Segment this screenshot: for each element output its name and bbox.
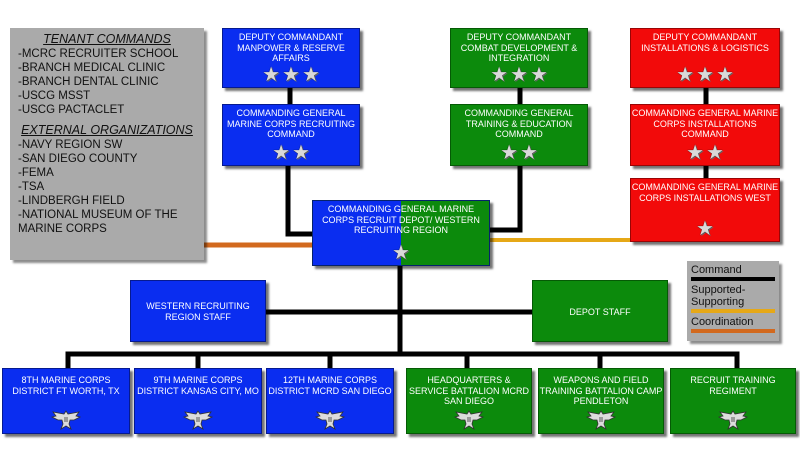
rank-insignia: ★★★ — [631, 65, 779, 85]
rank-insignia: ★★★ — [451, 65, 587, 85]
deputy-commandant-combat-development-box: DEPUTY COMMANDANT COMBAT DEVELOPMENT & I… — [450, 28, 588, 88]
general-star-icon: ★ — [696, 218, 714, 240]
external-organizations-header: EXTERNAL ORGANIZATIONS — [21, 123, 193, 137]
tenant-item: -BRANCH DENTAL CLINIC — [18, 76, 159, 88]
depot-staff-box: DEPOT STAFF — [532, 280, 668, 342]
general-star-icon: ★ — [272, 142, 290, 164]
general-star-icon: ★ — [715, 64, 734, 86]
general-star-icon: ★ — [520, 142, 538, 164]
rank-insignia: ★★★ — [223, 65, 359, 85]
box-label: HEADQUARTERS & SERVICE BATTALION MCRD SA… — [408, 375, 530, 406]
general-star-icon: ★ — [292, 142, 310, 164]
tenant-item: -MCRC RECRUITER SCHOOL — [18, 48, 179, 60]
legend-supported-supporting-label: Supported-Supporting — [691, 284, 746, 308]
general-star-icon: ★ — [510, 64, 528, 86]
general-star-icon: ★ — [262, 64, 281, 86]
box-label: COMMANDING GENERAL MARINE CORPS RECRUITI… — [226, 108, 355, 139]
cg-training-education-box: COMMANDING GENERAL TRAINING & EDUCATION … — [450, 104, 588, 166]
tenant-item: -USCG PACTACLET — [18, 104, 125, 116]
rank-insignia: ★★ — [223, 143, 359, 163]
legend-coordination-swatch — [691, 329, 775, 333]
general-star-icon: ★ — [529, 64, 548, 86]
hq-service-battalion-box: HEADQUARTERS & SERVICE BATTALION MCRD SA… — [406, 368, 532, 434]
box-label: DEPUTY COMMANDANT INSTALLATIONS & LOGIST… — [641, 32, 769, 53]
legend-command-label: Command — [691, 264, 742, 276]
general-star-icon: ★ — [706, 142, 724, 164]
cg-installations-west-box: COMMANDING GENERAL MARINE CORPS INSTALLA… — [630, 178, 780, 242]
general-star-icon: ★ — [686, 142, 704, 164]
box-label: COMMANDING GENERAL MARINE CORPS INSTALLA… — [631, 182, 779, 203]
box-label: 8TH MARINE CORPS DISTRICT FT WORTH, TX — [12, 375, 120, 396]
colonel-eagle-icon — [314, 408, 346, 433]
box-label: DEPOT STAFF — [569, 307, 631, 317]
external-item: -SAN DIEGO COUNTY — [18, 153, 138, 165]
box-label: WEAPONS AND FIELD TRAINING BATTALION CAM… — [539, 375, 663, 406]
tenant-commands-panel: TENANT COMMANDS -MCRC RECRUITER SCHOOL -… — [10, 28, 204, 260]
rank-insignia: ★ — [313, 243, 489, 263]
box-label: 12TH MARINE CORPS DISTRICT MCRD SAN DIEG… — [268, 375, 392, 396]
legend-supported-supporting-swatch — [691, 309, 775, 313]
box-label: DEPUTY COMMANDANT MANPOWER & RESERVE AFF… — [237, 32, 345, 63]
district-8-box: 8TH MARINE CORPS DISTRICT FT WORTH, TX — [2, 368, 130, 434]
deputy-commandant-installations-box: DEPUTY COMMANDANT INSTALLATIONS & LOGIST… — [630, 28, 780, 88]
cg-installations-command-box: COMMANDING GENERAL MARINE CORPS INSTALLA… — [630, 104, 780, 166]
western-recruiting-region-staff-box: WESTERN RECRUITING REGION STAFF — [130, 280, 266, 342]
recruit-training-regiment-box: RECRUIT TRAINING REGIMENT — [670, 368, 796, 434]
rank-insignia — [539, 408, 663, 433]
tenant-item: -BRANCH MEDICAL CLINIC — [18, 62, 166, 74]
legend-coordination-label: Coordination — [691, 316, 754, 328]
general-star-icon: ★ — [301, 64, 320, 86]
district-12-box: 12TH MARINE CORPS DISTRICT MCRD SAN DIEG… — [266, 368, 394, 434]
box-label: COMMANDING GENERAL MARINE CORPS INSTALLA… — [631, 108, 779, 139]
cg-recruiting-command-box: COMMANDING GENERAL MARINE CORPS RECRUITI… — [222, 104, 360, 166]
box-label: COMMANDING GENERAL MARINE CORPS RECRUIT … — [322, 204, 480, 235]
colonel-eagle-icon — [182, 408, 214, 433]
tenant-item: -USCG MSST — [18, 90, 91, 102]
general-star-icon: ★ — [490, 64, 509, 86]
rank-insignia: ★★ — [451, 143, 587, 163]
weapons-field-training-battalion-box: WEAPONS AND FIELD TRAINING BATTALION CAM… — [538, 368, 664, 434]
rank-insignia — [671, 408, 795, 433]
external-item: -FEMA — [18, 167, 54, 179]
command-line — [285, 166, 312, 237]
general-star-icon: ★ — [282, 64, 300, 86]
rank-insignia — [3, 408, 129, 433]
rank-insignia — [135, 408, 261, 433]
colonel-eagle-icon — [717, 408, 749, 433]
box-label: WESTERN RECRUITING REGION STAFF — [146, 301, 250, 322]
external-item: -LINDBERGH FIELD — [18, 195, 125, 207]
box-label: 9TH MARINE CORPS DISTRICT KANSAS CITY, M… — [137, 375, 259, 396]
command-line — [65, 351, 740, 368]
general-star-icon: ★ — [500, 142, 518, 164]
general-star-icon: ★ — [392, 242, 410, 264]
district-9-box: 9TH MARINE CORPS DISTRICT KANSAS CITY, M… — [134, 368, 262, 434]
legend-command-swatch — [691, 277, 775, 281]
external-item: -NATIONAL MUSEUM OF THE MARINE CORPS — [18, 209, 178, 235]
box-label: DEPUTY COMMANDANT COMBAT DEVELOPMENT & I… — [460, 32, 578, 63]
box-label: RECRUIT TRAINING REGIMENT — [690, 375, 776, 396]
external-item: -NAVY REGION SW — [18, 139, 123, 151]
external-item: -TSA — [18, 181, 45, 193]
colonel-eagle-icon — [585, 408, 617, 433]
rank-insignia — [407, 408, 531, 433]
general-star-icon: ★ — [696, 64, 714, 86]
cg-recruit-depot-box: COMMANDING GENERAL MARINE CORPS RECRUIT … — [312, 200, 490, 266]
colonel-eagle-icon — [453, 408, 485, 433]
rank-insignia: ★★ — [631, 143, 779, 163]
colonel-eagle-icon — [50, 408, 82, 433]
legend-panel: Command Supported-Supporting Coordinatio… — [687, 261, 779, 341]
command-line — [490, 166, 523, 233]
rank-insignia — [267, 408, 393, 433]
deputy-commandant-manpower-box: DEPUTY COMMANDANT MANPOWER & RESERVE AFF… — [222, 28, 360, 88]
box-label: COMMANDING GENERAL TRAINING & EDUCATION … — [464, 108, 574, 139]
general-star-icon: ★ — [676, 64, 695, 86]
rank-insignia: ★ — [631, 219, 779, 239]
tenant-commands-header: TENANT COMMANDS — [43, 32, 171, 46]
